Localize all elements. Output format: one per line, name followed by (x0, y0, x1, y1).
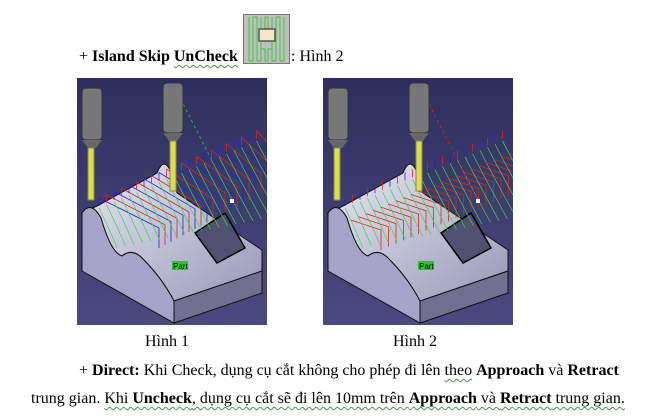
toolpath-pass (226, 153, 262, 220)
retract-move (440, 181, 472, 212)
toolpath-pass (233, 150, 271, 218)
toolpath-pass (359, 201, 381, 245)
figure-2-image: Part (323, 78, 542, 325)
toolpath-pass (479, 150, 517, 218)
retract-move (113, 190, 172, 242)
retract-move (455, 174, 487, 206)
toolpath-pass (98, 207, 118, 249)
tool-center (162, 82, 184, 192)
figure-2-caption: Hình 2 (393, 333, 437, 350)
heading-line: + Island Skip UnCheck (79, 48, 238, 66)
link-move (420, 87, 479, 201)
retract-move (218, 145, 256, 197)
end-point (230, 199, 234, 203)
toolpath-pass (218, 156, 254, 221)
toolpath-pass (113, 201, 135, 245)
end-point (476, 199, 480, 203)
toolpath-pass (203, 163, 237, 225)
toolpath-pass (464, 156, 500, 221)
toolpath-pass (442, 166, 474, 227)
part-label: Part (173, 262, 188, 271)
figure-1-caption: Hình 1 (145, 333, 189, 350)
retract-move (358, 216, 389, 247)
toolpath-pass (166, 179, 194, 233)
link-move (174, 87, 233, 201)
retract-move (106, 194, 166, 245)
toolpath-pass (121, 198, 143, 244)
toolpath-pass (196, 166, 228, 227)
paragraph-line-1: + Direct: Khi Check, dụng cụ cắt không c… (79, 362, 619, 379)
toolpath-pass (382, 191, 406, 240)
option-name: Island Skip (92, 48, 170, 65)
tool-left (81, 87, 103, 201)
toolpath-pass (397, 185, 423, 237)
toolpath-pass (352, 204, 372, 247)
part-label: Part (419, 262, 434, 271)
retract-move (143, 178, 196, 229)
retract-move (365, 213, 397, 244)
toolpath-pass (374, 195, 398, 242)
island-skip-icon (243, 14, 290, 64)
retract-move (350, 219, 382, 250)
part-side (419, 270, 509, 324)
toolpath-pass (389, 188, 415, 238)
option-state: UnCheck (173, 48, 238, 65)
toolpath-pass (143, 188, 169, 238)
retract-move (136, 181, 190, 232)
figure-1-image: Part (77, 78, 296, 325)
retract-move (211, 149, 250, 200)
retract-move (470, 168, 502, 199)
retract-move (181, 162, 226, 213)
retract-move (433, 184, 464, 215)
retract-move (166, 168, 214, 220)
toolpath-pass (367, 198, 389, 244)
toolpath-pass (434, 169, 466, 228)
toolpath-pass (188, 169, 220, 228)
toolpath-pass (412, 179, 440, 233)
retract-move (380, 206, 412, 238)
toolpath-pass (472, 153, 508, 220)
retract-move (425, 187, 457, 218)
retract-move (128, 184, 184, 236)
toolpath-pass (128, 195, 152, 242)
retract-move (196, 155, 238, 207)
tool-left (327, 87, 349, 201)
retract-move (158, 171, 208, 223)
retract-move (203, 152, 244, 204)
retract-move (373, 210, 404, 241)
bullet: + (79, 48, 93, 65)
paragraph-line-2: trung gian. Khi Uncheck, dụng cụ cắt sẽ … (31, 390, 625, 407)
toolpath-pass (106, 204, 126, 247)
toolpath-pass (158, 182, 186, 235)
heading-suffix: : Hình 2 (291, 48, 344, 65)
retract-move (463, 171, 494, 202)
part-front (81, 207, 175, 324)
toolpath-pass (151, 185, 177, 237)
toolpath-pass (136, 191, 160, 240)
toolpath-pass (449, 163, 483, 225)
tool-center (408, 82, 430, 192)
retract-move (478, 165, 509, 196)
toolpath-pass (344, 207, 364, 249)
toolpath-pass (427, 172, 457, 230)
toolpath-pass (181, 172, 211, 230)
retract-move (121, 187, 178, 239)
toolpath-pass (404, 182, 432, 235)
part-side (173, 270, 263, 324)
part-front (327, 207, 421, 324)
